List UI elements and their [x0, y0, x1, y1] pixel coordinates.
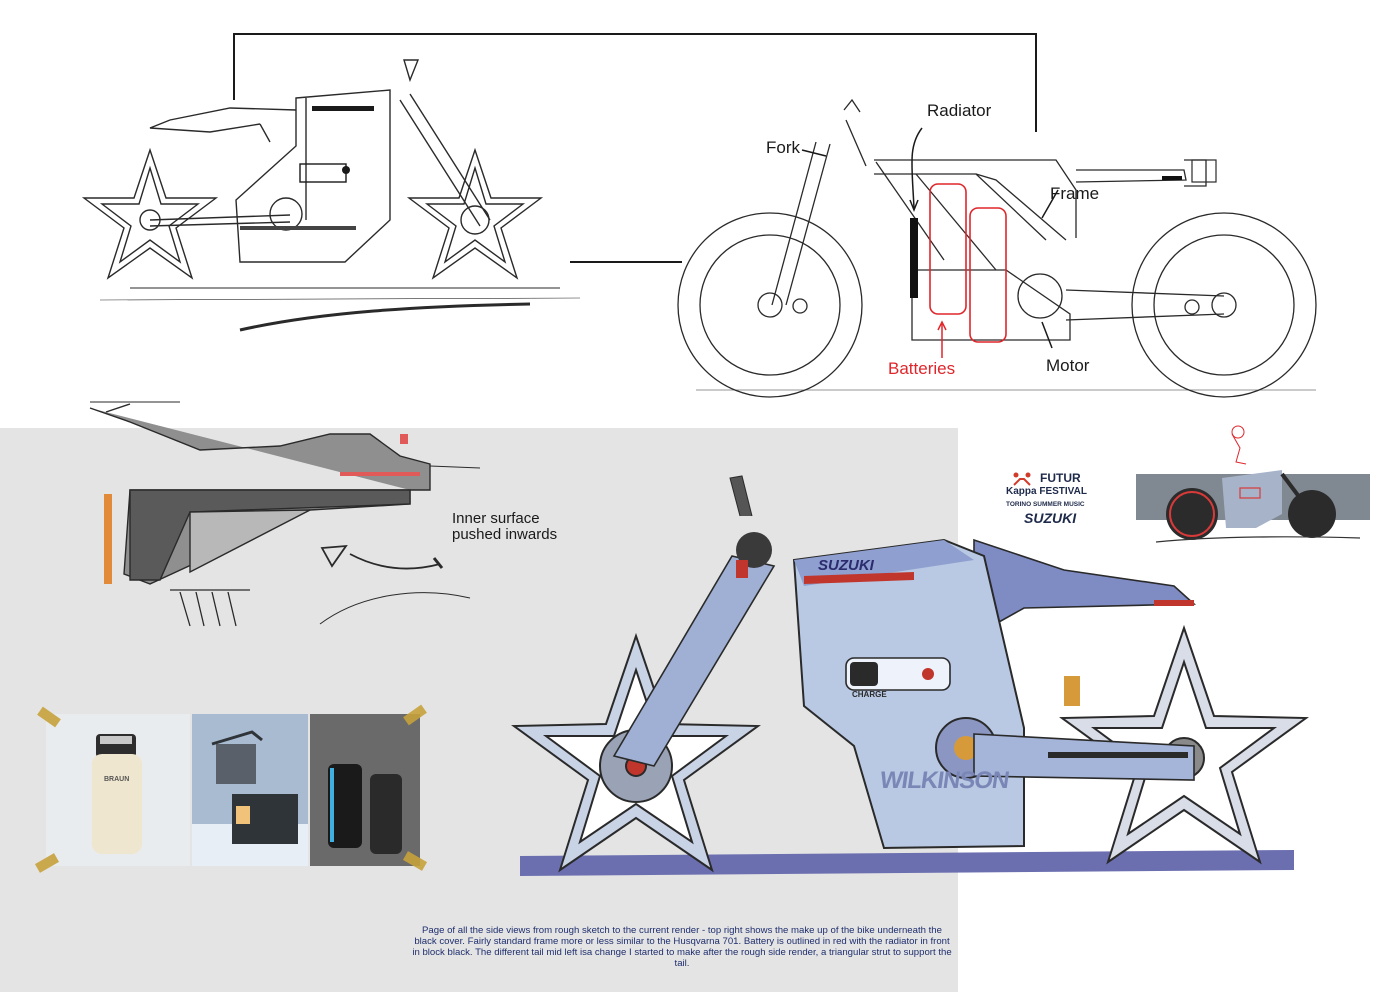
- frame-label: Frame: [1050, 184, 1100, 203]
- tail-study-sketch: [89, 401, 481, 627]
- kappa-logo-mark: [1013, 472, 1031, 486]
- logo-futur: FUTUR: [1040, 471, 1081, 485]
- logo-torino: TORINO SUMMER MUSIC: [1006, 501, 1085, 508]
- logo-kappa-festival: Kappa FESTIVAL: [1006, 486, 1087, 497]
- festival-logo: FUTUR Kappa FESTIVAL TORINO SUMMER MUSIC…: [1004, 470, 1116, 530]
- render-brand-suzuki: SUZUKI: [818, 557, 874, 574]
- rough-side-sketch: [81, 59, 581, 332]
- fork-label: Fork: [766, 138, 800, 157]
- render-thumbnail: [1136, 425, 1370, 543]
- shaver-brand-label: BRAUN: [104, 776, 130, 783]
- batteries-label: Batteries: [888, 359, 956, 378]
- render-brand-wilkinson: WILKINSON: [878, 767, 1011, 794]
- logo-suzuki: SUZUKI: [1024, 510, 1077, 526]
- frame-diagram: [677, 98, 1317, 398]
- inner-surface-note: Inner surface pushed inwards: [452, 511, 557, 543]
- cabin-image: [192, 714, 308, 866]
- shaver-photo: BRAUN: [46, 714, 190, 866]
- speaker-photo: [310, 714, 420, 866]
- note-line-1: Inner surface: [452, 510, 540, 527]
- main-render: [511, 475, 1309, 876]
- shaver-image: [92, 734, 142, 854]
- cabin-photo: [192, 714, 308, 866]
- render-charge-label: CHARGE: [852, 690, 887, 699]
- note-line-2: pushed inwards: [452, 526, 558, 543]
- speaker-image: [310, 714, 420, 866]
- radiator-label: Radiator: [927, 101, 992, 120]
- page-caption: Page of all the side views from rough sk…: [412, 925, 952, 969]
- motor-label: Motor: [1046, 356, 1090, 375]
